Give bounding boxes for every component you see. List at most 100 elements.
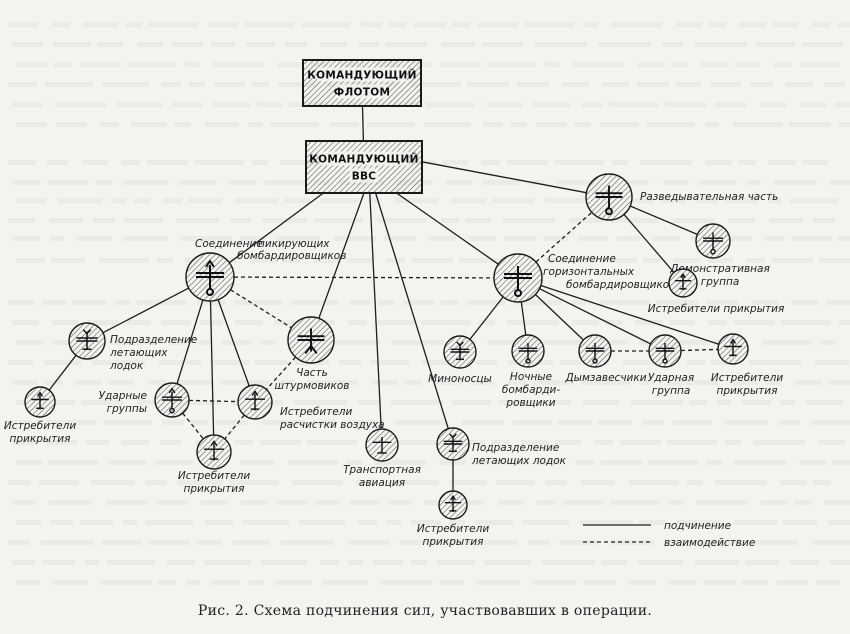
bleed-mark xyxy=(780,480,807,485)
bleed-mark xyxy=(350,300,370,305)
bleed-mark xyxy=(441,300,458,305)
bleed-mark xyxy=(161,320,191,325)
bleed-mark xyxy=(45,82,93,87)
bleed-mark xyxy=(16,198,46,203)
bleed-mark xyxy=(812,22,830,27)
bleed-mark xyxy=(581,480,615,485)
attack-aircraft-icon xyxy=(297,328,325,354)
bleed-mark xyxy=(252,82,269,87)
bleed-mark xyxy=(148,22,198,27)
dive-bomber-icon xyxy=(162,387,182,414)
bleed-mark xyxy=(637,82,669,87)
bleed-mark xyxy=(800,102,826,107)
bleed-mark xyxy=(580,520,633,525)
unit-label: бомбардировщиков xyxy=(237,250,346,262)
bleed-mark xyxy=(42,300,66,305)
bleed-mark xyxy=(391,340,444,345)
legend-label-subordination: подчинение xyxy=(664,520,731,532)
bleed-mark xyxy=(791,236,832,241)
bleed-mark xyxy=(222,340,252,345)
bleed-mark xyxy=(8,300,34,305)
bleed-mark xyxy=(111,198,126,203)
bleed-mark xyxy=(249,580,264,585)
bleed-mark xyxy=(802,160,828,165)
bleed-mark xyxy=(478,22,518,27)
bleed-mark xyxy=(242,520,289,525)
bleed-mark xyxy=(99,258,149,263)
figure-caption: Рис. 2. Схема подчинения сил, участвовав… xyxy=(197,603,653,619)
bleed-mark xyxy=(594,440,613,445)
bleed-mark xyxy=(374,320,415,325)
bleed-mark xyxy=(642,420,664,425)
transport-aircraft-icon xyxy=(372,437,392,454)
flying-boat-icon xyxy=(76,329,98,350)
fighter-icon xyxy=(204,440,224,461)
unit-label: Миноносцы xyxy=(428,373,492,385)
bleed-mark xyxy=(701,62,728,67)
command-box-label: КОМАНДУЮЩИЙ xyxy=(307,69,416,82)
bleed-mark xyxy=(385,42,427,47)
bleed-mark xyxy=(52,22,70,27)
bleed-mark xyxy=(230,218,251,223)
bleed-mark xyxy=(699,180,737,185)
bleed-mark xyxy=(411,560,427,565)
interaction-edge-horiz-recon xyxy=(535,211,593,263)
bleed-mark xyxy=(320,560,339,565)
bleed-mark xyxy=(241,500,268,505)
subordination-edge-vvs-dive xyxy=(228,192,324,264)
bleed-mark xyxy=(42,560,75,565)
bleed-mark xyxy=(542,560,595,565)
unit-label: группа xyxy=(652,385,691,397)
bleed-mark xyxy=(148,380,166,385)
bleed-mark xyxy=(270,122,319,127)
unit-label: Истребители xyxy=(178,470,250,482)
bleed-mark xyxy=(492,198,534,203)
bleed-mark xyxy=(725,440,741,445)
bleed-mark xyxy=(93,218,115,223)
bleed-mark xyxy=(234,300,282,305)
unit-node-torpedo: Миноносцы xyxy=(428,335,492,385)
bleed-mark xyxy=(441,42,475,47)
bleed-mark xyxy=(511,122,527,127)
bleed-mark xyxy=(261,560,307,565)
bleed-mark xyxy=(16,258,45,263)
interaction-edge-dive-storm xyxy=(230,289,292,329)
unit-label: Подразделение xyxy=(110,334,197,346)
bleed-mark xyxy=(211,580,240,585)
bleed-mark xyxy=(75,380,102,385)
bleed-mark xyxy=(51,258,85,263)
bleed-mark xyxy=(749,540,798,545)
label-backing xyxy=(319,151,409,166)
bleed-mark xyxy=(12,560,35,565)
bleed-mark xyxy=(174,122,191,127)
bleed-mark xyxy=(103,420,152,425)
bleed-mark xyxy=(733,122,783,127)
bleed-mark xyxy=(121,160,140,165)
bleed-mark xyxy=(640,160,692,165)
bleed-mark xyxy=(205,122,239,127)
nodes-layer: Соединениепикирующихбомбардировщиковпики… xyxy=(4,173,784,548)
bleed-mark xyxy=(176,218,219,223)
bleed-mark xyxy=(620,440,661,445)
bleed-mark xyxy=(830,180,850,185)
bleed-mark xyxy=(439,580,464,585)
bleed-mark xyxy=(612,160,628,165)
bleed-mark xyxy=(813,480,831,485)
bleed-mark xyxy=(668,580,696,585)
bleed-mark xyxy=(528,540,550,545)
bleed-mark xyxy=(652,236,680,241)
bleed-mark xyxy=(663,180,689,185)
fighter-icon xyxy=(245,390,265,411)
bleed-mark xyxy=(330,122,359,127)
bleed-mark xyxy=(127,62,176,67)
bleed-mark xyxy=(783,520,817,525)
bleed-mark xyxy=(320,198,358,203)
bleed-mark xyxy=(109,460,146,465)
label-backing xyxy=(317,67,407,82)
subordination-edge-recon-recon_fighters xyxy=(623,213,675,273)
bleed-mark xyxy=(204,560,251,565)
bleed-mark xyxy=(504,236,536,241)
bleed-mark xyxy=(483,122,503,127)
